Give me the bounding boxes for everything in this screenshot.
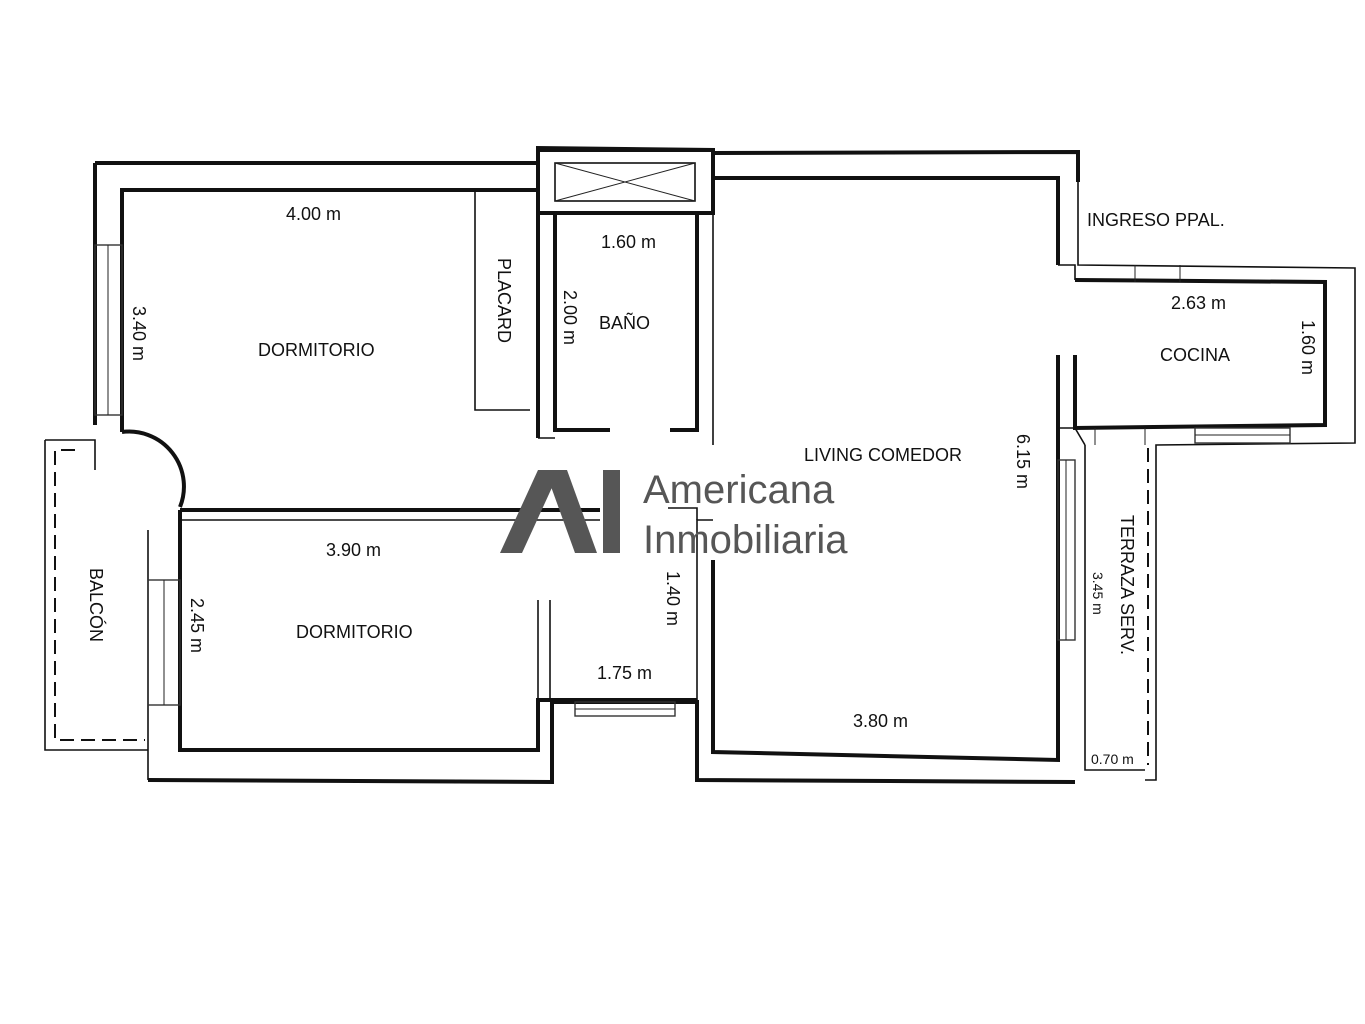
dim-living-width: 3.80 m — [853, 711, 908, 731]
dim-cocina-width: 2.63 m — [1171, 293, 1226, 313]
dim-cocina-depth: 1.60 m — [1298, 320, 1318, 375]
dim-bano-width: 1.60 m — [601, 232, 656, 252]
room-cocina: COCINA — [1160, 345, 1230, 365]
ventilation-shaft — [554, 162, 696, 202]
dim-dorm1-width: 4.00 m — [286, 204, 341, 224]
dim-terraza-depth: 3.45 m — [1090, 572, 1106, 615]
room-dormitorio-2: DORMITORIO — [296, 622, 413, 642]
dim-dorm2-width: 3.90 m — [326, 540, 381, 560]
logo-a-mark-right — [545, 470, 597, 553]
dim-dorm1-depth: 3.40 m — [129, 306, 149, 361]
outer-walls — [93, 145, 1356, 785]
logo-word-inmobiliaria: Inmobiliaria — [643, 518, 848, 562]
logo-i-mark — [603, 470, 620, 553]
room-living-comedor: LIVING COMEDOR — [804, 445, 962, 465]
room-dormitorio-1: DORMITORIO — [258, 340, 375, 360]
dim-terraza-width: 0.70 m — [1091, 751, 1134, 767]
americana-inmobiliaria-logo: Americana Inmobiliaria — [500, 468, 848, 562]
balcony-railing — [54, 449, 145, 741]
room-placard: PLACARD — [494, 258, 514, 343]
inner-walls — [44, 148, 1327, 771]
dim-dorm2-depth: 2.45 m — [187, 598, 207, 653]
dim-hall-width: 1.75 m — [597, 663, 652, 683]
logo-a-mark — [500, 470, 560, 553]
dimension-labels: 4.00 m 3.40 m 1.60 m 2.00 m 2.63 m 1.60 … — [129, 204, 1318, 767]
dim-living-depth: 6.15 m — [1013, 434, 1033, 489]
room-ingreso: INGRESO PPAL. — [1087, 210, 1225, 230]
dim-hall-depth: 1.40 m — [663, 571, 683, 626]
logo-word-americana: Americana — [643, 468, 835, 512]
dim-bano-depth: 2.00 m — [560, 290, 580, 345]
room-terraza: TERRAZA SERV. — [1117, 515, 1137, 655]
windows — [94, 244, 1291, 717]
room-bano: BAÑO — [599, 312, 650, 333]
room-balcon: BALCÓN — [86, 568, 107, 642]
room-labels: DORMITORIO PLACARD BAÑO LIVING COMEDOR C… — [86, 210, 1230, 655]
